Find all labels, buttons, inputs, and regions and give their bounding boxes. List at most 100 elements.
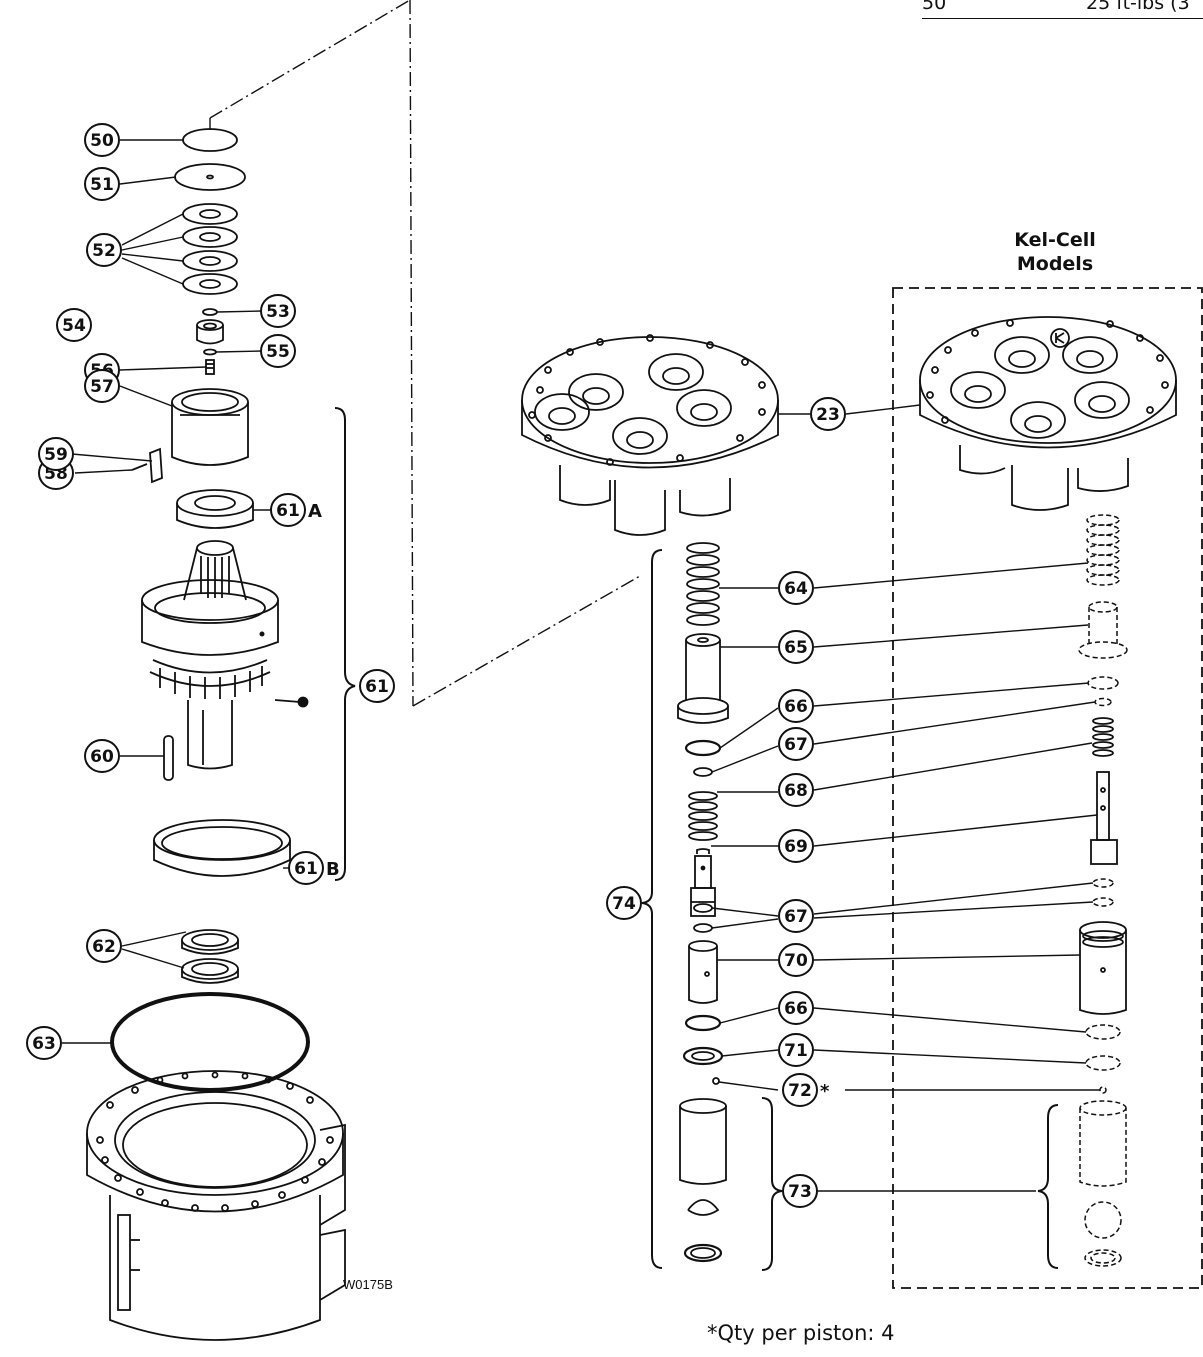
heading-line-1: Kel-Cell [1014, 229, 1096, 251]
figure-code: W0175B [343, 1277, 393, 1292]
callout-bubble [778, 899, 814, 933]
callout-number: 63 [32, 1034, 56, 1054]
callout-number: 57 [90, 377, 114, 397]
dowel-pin-part-60 [163, 735, 174, 781]
dash-dot-centerline [209, 0, 641, 707]
torque-table-row-id: 50 [922, 0, 947, 14]
bearing-ring-part-61a [176, 489, 254, 529]
callout-suffix: * [820, 1081, 830, 1102]
kel-cell-models-heading: Kel-Cell Models [985, 228, 1125, 276]
cylinder-block-part-23 [521, 334, 779, 536]
callout-c59: 59 [38, 437, 74, 471]
callout-number: 71 [784, 1041, 808, 1061]
callout-bubble [778, 991, 814, 1025]
callout-number: 54 [62, 316, 86, 336]
callout-c66b: 66 [778, 991, 814, 1025]
torque-table-row-value: 25 ft-lbs (3 [1086, 0, 1190, 14]
quantity-footnote: *Qty per piston: 4 [707, 1321, 895, 1345]
o-ring-part-66-upper [684, 739, 722, 757]
callout-c71: 71 [778, 1033, 814, 1067]
pin-part-58 [131, 463, 148, 471]
callout-number: 72 [788, 1081, 812, 1101]
callout-c63: 63 [26, 1026, 62, 1060]
callout-bubble [56, 308, 92, 342]
callout-c23: 23 [810, 397, 846, 431]
housing-part-57 [171, 388, 249, 466]
kel-cell-dashed-parts [1078, 514, 1128, 1267]
callout-number: 73 [788, 1182, 812, 1202]
callout-c67a: 67 [778, 727, 814, 761]
callout-bubble [778, 829, 814, 863]
kel-cell-dashed-box [892, 287, 1203, 1289]
callout-bubble [260, 294, 296, 328]
o-ring-part-66-lower [684, 1014, 722, 1032]
bearing-cup-part-61b [153, 819, 291, 877]
callout-bubble [84, 167, 120, 201]
callout-c61b: 61 B [288, 851, 340, 885]
callout-bubble [86, 929, 122, 963]
callout-number: 67 [784, 907, 808, 927]
bracket-73 [761, 1097, 783, 1271]
callout-number: 61 [365, 677, 389, 697]
spring-part-68 [688, 791, 718, 841]
cup-part-73 [679, 1098, 727, 1263]
leader-lines-right [711, 404, 1100, 1192]
callout-number: 64 [784, 579, 808, 599]
bearing-assembly-part-61 [141, 540, 309, 770]
motor-housing [86, 1070, 346, 1341]
callout-suffix: B [326, 859, 340, 880]
callout-bubble [778, 943, 814, 977]
callout-c57: 57 [84, 369, 120, 403]
ball-part-72 [712, 1077, 720, 1085]
callout-number: 66 [784, 999, 808, 1019]
callout-c54: 54 [56, 308, 92, 342]
callout-c60: 60 [84, 739, 120, 773]
key-part-59 [149, 447, 163, 484]
callout-number: 52 [92, 241, 116, 261]
callout-suffix: A [308, 501, 322, 522]
callout-bubble [86, 233, 122, 267]
callout-c62: 62 [86, 929, 122, 963]
callout-bubble [84, 739, 120, 773]
screw-part-56 [205, 359, 215, 375]
o-ring-part-67-lower-a [693, 903, 713, 913]
callout-c70: 70 [778, 943, 814, 977]
callout-bubble [778, 727, 814, 761]
callout-c65: 65 [778, 630, 814, 664]
callout-number: 61 [294, 859, 318, 879]
callout-bubble [38, 437, 74, 471]
bracket-74 [641, 549, 663, 1269]
callout-bubble [288, 851, 324, 885]
torque-table-fragment: 50 25 ft-lbs (3 [922, 0, 1203, 19]
callout-number: 74 [612, 894, 636, 914]
bracket-61 [334, 407, 356, 881]
retainer-part-65 [677, 633, 729, 724]
callout-c68: 68 [778, 773, 814, 807]
callout-bubble [778, 1033, 814, 1067]
callout-number: 70 [784, 951, 808, 971]
callout-bubble [782, 1073, 818, 1107]
heading-line-2: Models [1016, 253, 1094, 275]
callout-number: 68 [784, 781, 808, 801]
callout-number: 67 [784, 735, 808, 755]
spring-part-64 [686, 542, 720, 626]
callout-number: 62 [92, 937, 116, 957]
ring-part-71 [682, 1046, 724, 1066]
callouts: 505152535455565758596061A6161B6263236465… [26, 123, 846, 1208]
o-ring-part-67-lower-b [693, 923, 713, 933]
callout-number: 65 [784, 638, 808, 658]
callout-number: 61 [276, 501, 300, 521]
callout-bubble [778, 571, 814, 605]
callout-bubble [778, 689, 814, 723]
callout-bubble [606, 886, 642, 920]
o-ring-part-67-upper [693, 767, 713, 777]
callout-c53: 53 [260, 294, 296, 328]
callout-number: 69 [784, 837, 808, 857]
callout-c69: 69 [778, 829, 814, 863]
callout-number: 60 [90, 747, 114, 767]
callout-number: 51 [90, 175, 114, 195]
seal-pair-part-62 [181, 929, 239, 984]
callout-c66a: 66 [778, 689, 814, 723]
kel-cell-bracket-73 [1037, 1104, 1059, 1269]
